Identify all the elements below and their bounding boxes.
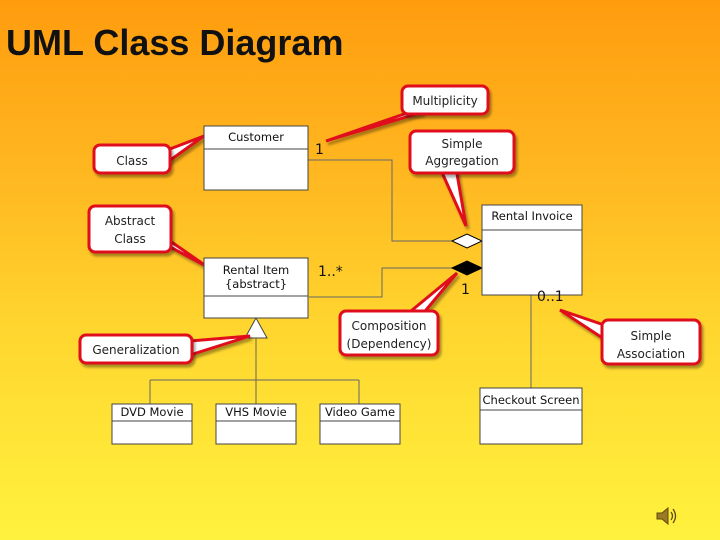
callout-simple-association-line2: Association [617, 347, 685, 361]
aggregation-line [308, 159, 452, 242]
multiplicity-checkout: 0..1 [537, 289, 564, 305]
class-video-game-name: Video Game [325, 405, 395, 419]
callout-multiplicity-label: Multiplicity [412, 94, 477, 108]
callout-simple-association-line1: Simple [631, 329, 672, 343]
class-rental-invoice: Rental Invoice [481, 204, 583, 296]
aggregation-diamond [450, 233, 484, 249]
class-checkout-screen: Checkout Screen [479, 387, 583, 445]
callout-composition: Composition (Dependency) [338, 271, 459, 357]
callout-abstract-class: Abstract Class [87, 204, 207, 268]
callout-multiplicity-pointer [325, 110, 424, 143]
class-customer-name: Customer [228, 130, 284, 144]
class-rental-item-name: Rental Item [223, 263, 289, 277]
class-rental-item: Rental Item {abstract} [203, 257, 309, 319]
callout-abstract-class-line1: Abstract [105, 214, 156, 228]
multiplicity-invoice: 1 [461, 282, 470, 298]
class-customer: Customer [203, 125, 309, 191]
multiplicity-rental-item: 1..* [318, 264, 343, 280]
callout-simple-association: Simple Association [559, 308, 702, 366]
callout-generalization: Generalization [78, 333, 251, 365]
callout-simple-aggregation-line2: Aggregation [425, 154, 498, 168]
page-title: UML Class Diagram [6, 22, 344, 63]
class-vhs-movie: VHS Movie [215, 403, 297, 445]
callout-simple-aggregation: Simple Aggregation [408, 129, 516, 227]
composition-line [309, 267, 452, 298]
callout-generalization-label: Generalization [92, 343, 179, 357]
class-video-game: Video Game [319, 403, 401, 445]
connectors [149, 159, 532, 404]
speaker-icon[interactable] [655, 505, 679, 527]
callout-composition-line1: Composition [352, 319, 427, 333]
class-rental-item-stereotype: {abstract} [225, 277, 287, 291]
callout-abstract-class-line2: Class [114, 232, 146, 246]
class-dvd-movie-name: DVD Movie [120, 405, 183, 419]
multiplicity-customer: 1 [315, 142, 324, 158]
class-dvd-movie: DVD Movie [111, 403, 193, 445]
callout-simple-association-pointer [559, 308, 606, 342]
callout-multiplicity: Multiplicity [325, 84, 490, 143]
callout-generalization-pointer [188, 334, 251, 358]
class-vhs-movie-name: VHS Movie [225, 405, 287, 419]
callout-class: Class [92, 134, 205, 175]
callout-composition-line2: (Dependency) [347, 337, 432, 351]
class-rental-invoice-name: Rental Invoice [491, 209, 572, 223]
callout-simple-aggregation-line1: Simple [442, 137, 483, 151]
generalization-triangle [244, 316, 268, 339]
class-checkout-screen-name: Checkout Screen [483, 393, 580, 407]
callout-simple-aggregation-pointer [437, 166, 468, 227]
callout-class-label: Class [116, 154, 148, 168]
